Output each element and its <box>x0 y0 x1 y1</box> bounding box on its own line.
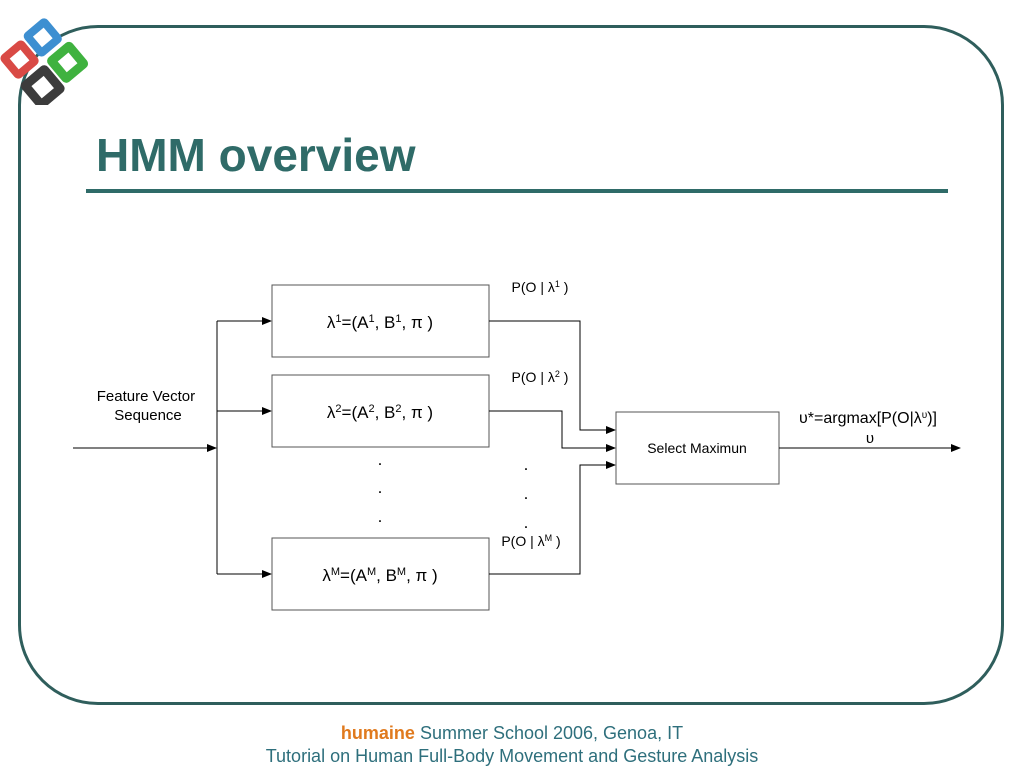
page-title: HMM overview <box>96 129 416 181</box>
select-maximum-label: Select Maximun <box>647 440 747 456</box>
likelihood-label-m: P(O | λM ) <box>501 533 560 549</box>
footer-event: Summer School 2006, Genoa, IT <box>414 723 684 743</box>
svg-text:.: . <box>378 450 383 469</box>
title-divider <box>86 189 948 193</box>
model-box-2 <box>271 374 490 448</box>
model-ellipsis: . . . <box>378 450 383 526</box>
footer-line-2: Tutorial on Human Full-Body Movement and… <box>265 746 759 766</box>
likelihood-arrow-m <box>489 461 616 575</box>
svg-text:.: . <box>524 513 529 532</box>
likelihood-label-1: P(O | λ1 ) <box>512 279 569 295</box>
likelihood-ellipsis: . . . <box>524 455 529 532</box>
footer-brand: humaine <box>340 723 415 743</box>
svg-text:.: . <box>524 484 529 503</box>
slide-frame <box>18 25 1004 705</box>
model-label-1: λ1=(A1, B1, π ) <box>327 313 433 332</box>
svg-text:.: . <box>378 507 383 526</box>
input-label: Feature Vector Sequence <box>97 388 200 424</box>
output-subscript: υ <box>866 430 874 447</box>
svg-text:.: . <box>378 478 383 497</box>
output-label: υ*=argmax[P(O|λυ)] <box>799 410 937 428</box>
model-label-2: λ2=(A2, B2, π ) <box>327 403 433 422</box>
likelihood-label-2: P(O | λ2 ) <box>512 369 569 385</box>
footer-line-1: humaine Summer School 2006, Genoa, IT <box>0 722 1024 745</box>
model-box-1 <box>271 284 490 358</box>
model-box-m <box>271 537 490 611</box>
likelihood-arrow-1 <box>489 320 616 434</box>
svg-text:.: . <box>524 455 529 474</box>
model-label-m: λM=(AM, BM, π ) <box>322 566 437 585</box>
footer: humaine Summer School 2006, Genoa, IT Tu… <box>0 722 1024 768</box>
likelihood-arrow-2 <box>489 410 616 452</box>
select-maximum-box <box>615 411 780 485</box>
humaine-logo <box>0 18 89 105</box>
